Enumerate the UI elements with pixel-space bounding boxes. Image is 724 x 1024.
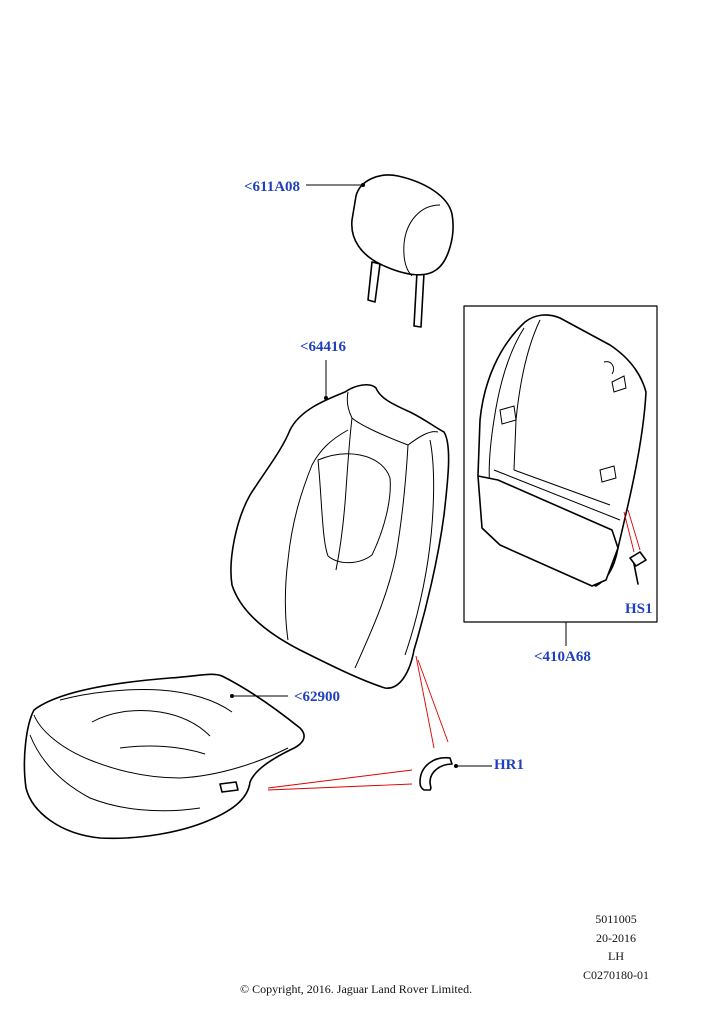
headrest-part[interactable] <box>351 174 454 328</box>
backrest-frame-part[interactable] <box>463 305 658 623</box>
copyright-notice: © Copyright, 2016. Jaguar Land Rover Lim… <box>240 982 473 996</box>
reference-line-3: LH <box>608 949 624 963</box>
callout-headrest[interactable]: <611A08 <box>244 179 301 195</box>
retainer-ring-part[interactable] <box>419 757 453 791</box>
callout-backrest-frame[interactable]: <410A68 <box>534 649 591 665</box>
callout-cushion-trim[interactable]: <62900 <box>294 689 341 705</box>
callout-screw[interactable]: HS1 <box>625 601 653 617</box>
callout-retainer-ring[interactable]: HR1 <box>494 757 524 773</box>
assembly-lines <box>267 509 641 791</box>
reference-line-4: C0270180-01 <box>583 967 649 982</box>
diagram-reference-block: 5011005 20-2016 LH C0270180-01 <box>571 910 661 984</box>
leader-lines <box>230 183 567 768</box>
backrest-trim-part[interactable] <box>230 383 450 689</box>
reference-line-1: 5011005 <box>595 912 637 926</box>
callout-backrest-trim[interactable]: <64416 <box>300 339 347 355</box>
reference-line-2: 20-2016 <box>596 930 636 945</box>
cushion-trim-part[interactable] <box>23 673 305 840</box>
